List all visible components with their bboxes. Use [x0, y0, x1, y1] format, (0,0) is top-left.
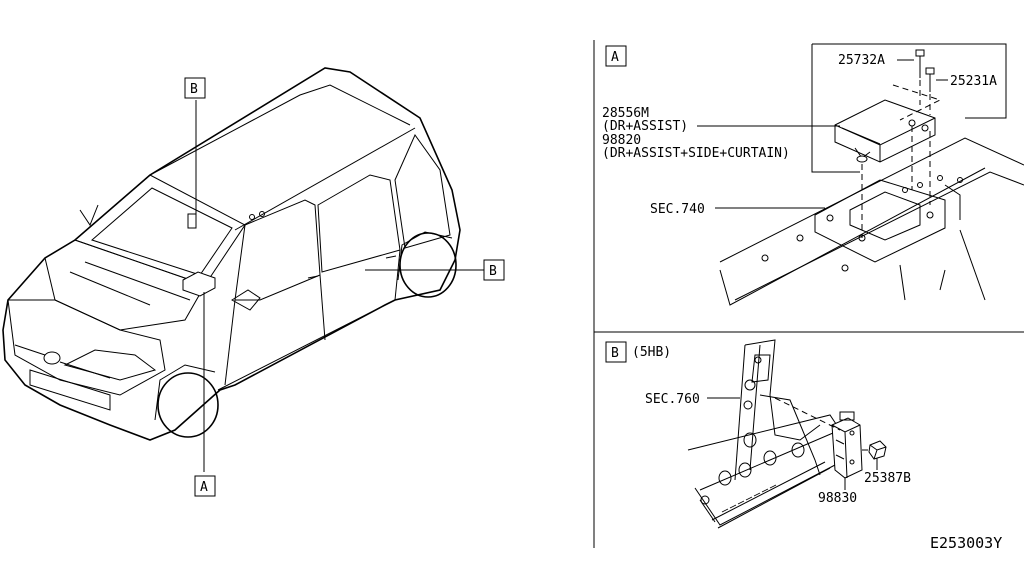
callout-a-bottom: A: [194, 475, 216, 497]
callout-b-top-label: B: [190, 82, 198, 97]
label-98830: 98830: [818, 491, 857, 506]
car-illustration: [2, 67, 484, 472]
label-25231a: 25231A: [950, 74, 997, 89]
label-sec740: SEC.740: [650, 202, 705, 217]
panel-b-variant: (5HB): [632, 345, 671, 360]
panel-a: A: [602, 43, 1024, 306]
callout-b-side-label: B: [489, 264, 497, 279]
panel-b-tag: B: [611, 346, 619, 361]
callout-b-top: B: [184, 77, 206, 99]
label-25732a: 25732A: [838, 53, 885, 68]
label-98820-note: (DR+ASSIST+SIDE+CURTAIN): [602, 146, 790, 161]
label-sec760: SEC.760: [645, 392, 700, 407]
panel-b: B (5HB): [605, 339, 911, 529]
panel-a-tag: A: [611, 50, 619, 65]
label-98820: 98820: [602, 133, 641, 148]
label-25387b: 25387B: [864, 471, 911, 486]
label-28556m: 28556M: [602, 106, 649, 121]
callout-a-bottom-label: A: [200, 480, 208, 495]
diagram-reference: E253003Y: [930, 534, 1002, 552]
label-28556m-note: (DR+ASSIST): [602, 119, 688, 134]
callout-b-side: B: [483, 259, 505, 281]
